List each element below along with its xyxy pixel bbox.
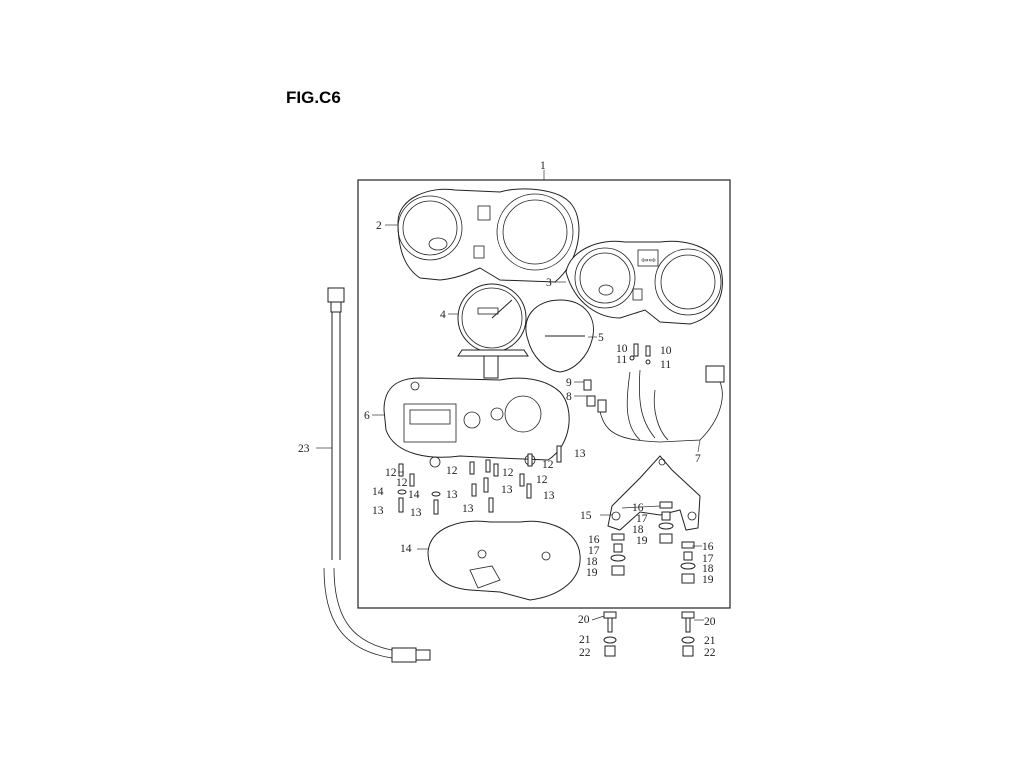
screw-set-10-11 [629,343,651,365]
callout-10-right: 10 [660,345,672,357]
callout-12-b: 12 [396,477,408,489]
callout-22-right: 22 [704,647,716,659]
callout-22-left: 22 [579,647,591,659]
callout-20-left: 20 [578,614,590,626]
fastener-stack-left [610,533,626,576]
callout-13-g: 13 [462,503,474,515]
callout-17-b: 17 [588,545,600,557]
callout-12-d: 12 [502,467,514,479]
callout-19-c: 19 [702,574,714,586]
callout-12-f: 12 [536,474,548,486]
callout-21-left: 21 [579,634,591,646]
callout-18-c: 18 [702,563,714,575]
fastener-stack-right [680,541,696,584]
callout-13-f: 13 [410,507,422,519]
callout-9: 9 [566,377,572,389]
bulb-socket [583,379,592,391]
figure-title: FIG.C6 [286,88,341,107]
callout-13-c: 13 [501,484,513,496]
callout-2: 2 [376,220,382,232]
callout-19-b: 19 [586,567,598,579]
meter-lower-cover [417,520,581,601]
svg-text:⇦⇨: ⇦⇨ [641,256,657,266]
callout-17-a: 17 [636,513,648,525]
fastener-stack-center [658,501,674,544]
callout-10-left: 10 [616,343,628,355]
callout-16-c: 16 [702,541,714,553]
callout-7: 7 [695,453,701,465]
callout-19-a: 19 [636,535,648,547]
bolt-set-left [603,611,617,657]
callout-5: 5 [598,332,604,344]
callout-3: 3 [546,277,552,289]
meter-case-lower: ⇦⇨ [555,240,723,325]
meter-case-upper [385,188,580,283]
callout-14-b: 14 [408,489,420,501]
callout-14-c: 14 [400,543,412,555]
callout-13-a: 13 [574,448,586,460]
callout-18-b: 18 [586,556,598,568]
callout-16-b: 16 [588,534,600,546]
callout-1: 1 [540,160,546,172]
callout-13-d: 13 [543,490,555,502]
screw-set-12-13 [397,445,562,515]
callout-11-right: 11 [660,359,671,371]
callout-4: 4 [440,309,446,321]
callout-21-right: 21 [704,635,716,647]
callout-6: 6 [364,410,370,422]
mounting-bracket [600,455,701,531]
tachometer-dial [525,299,597,373]
callout-18-a: 18 [632,524,644,536]
speedometer-gauge [448,283,529,379]
speedometer-cable [316,287,431,663]
callout-12-c: 12 [446,465,458,477]
bolt-set-right [681,611,695,657]
callout-20-right: 20 [704,616,716,628]
callout-23: 23 [298,443,310,455]
callout-14-a: 14 [372,486,384,498]
callout-8: 8 [566,391,572,403]
callout-11-left: 11 [616,354,627,366]
callout-16-a: 16 [632,502,644,514]
callout-17-c: 17 [702,553,714,565]
callout-13-b: 13 [446,489,458,501]
wiring-harness [586,365,725,453]
callout-12-e: 12 [542,459,554,471]
callout-15: 15 [580,510,592,522]
callout-13-e: 13 [372,505,384,517]
meter-housing [372,377,570,468]
callout-12-a: 12 [385,467,397,479]
